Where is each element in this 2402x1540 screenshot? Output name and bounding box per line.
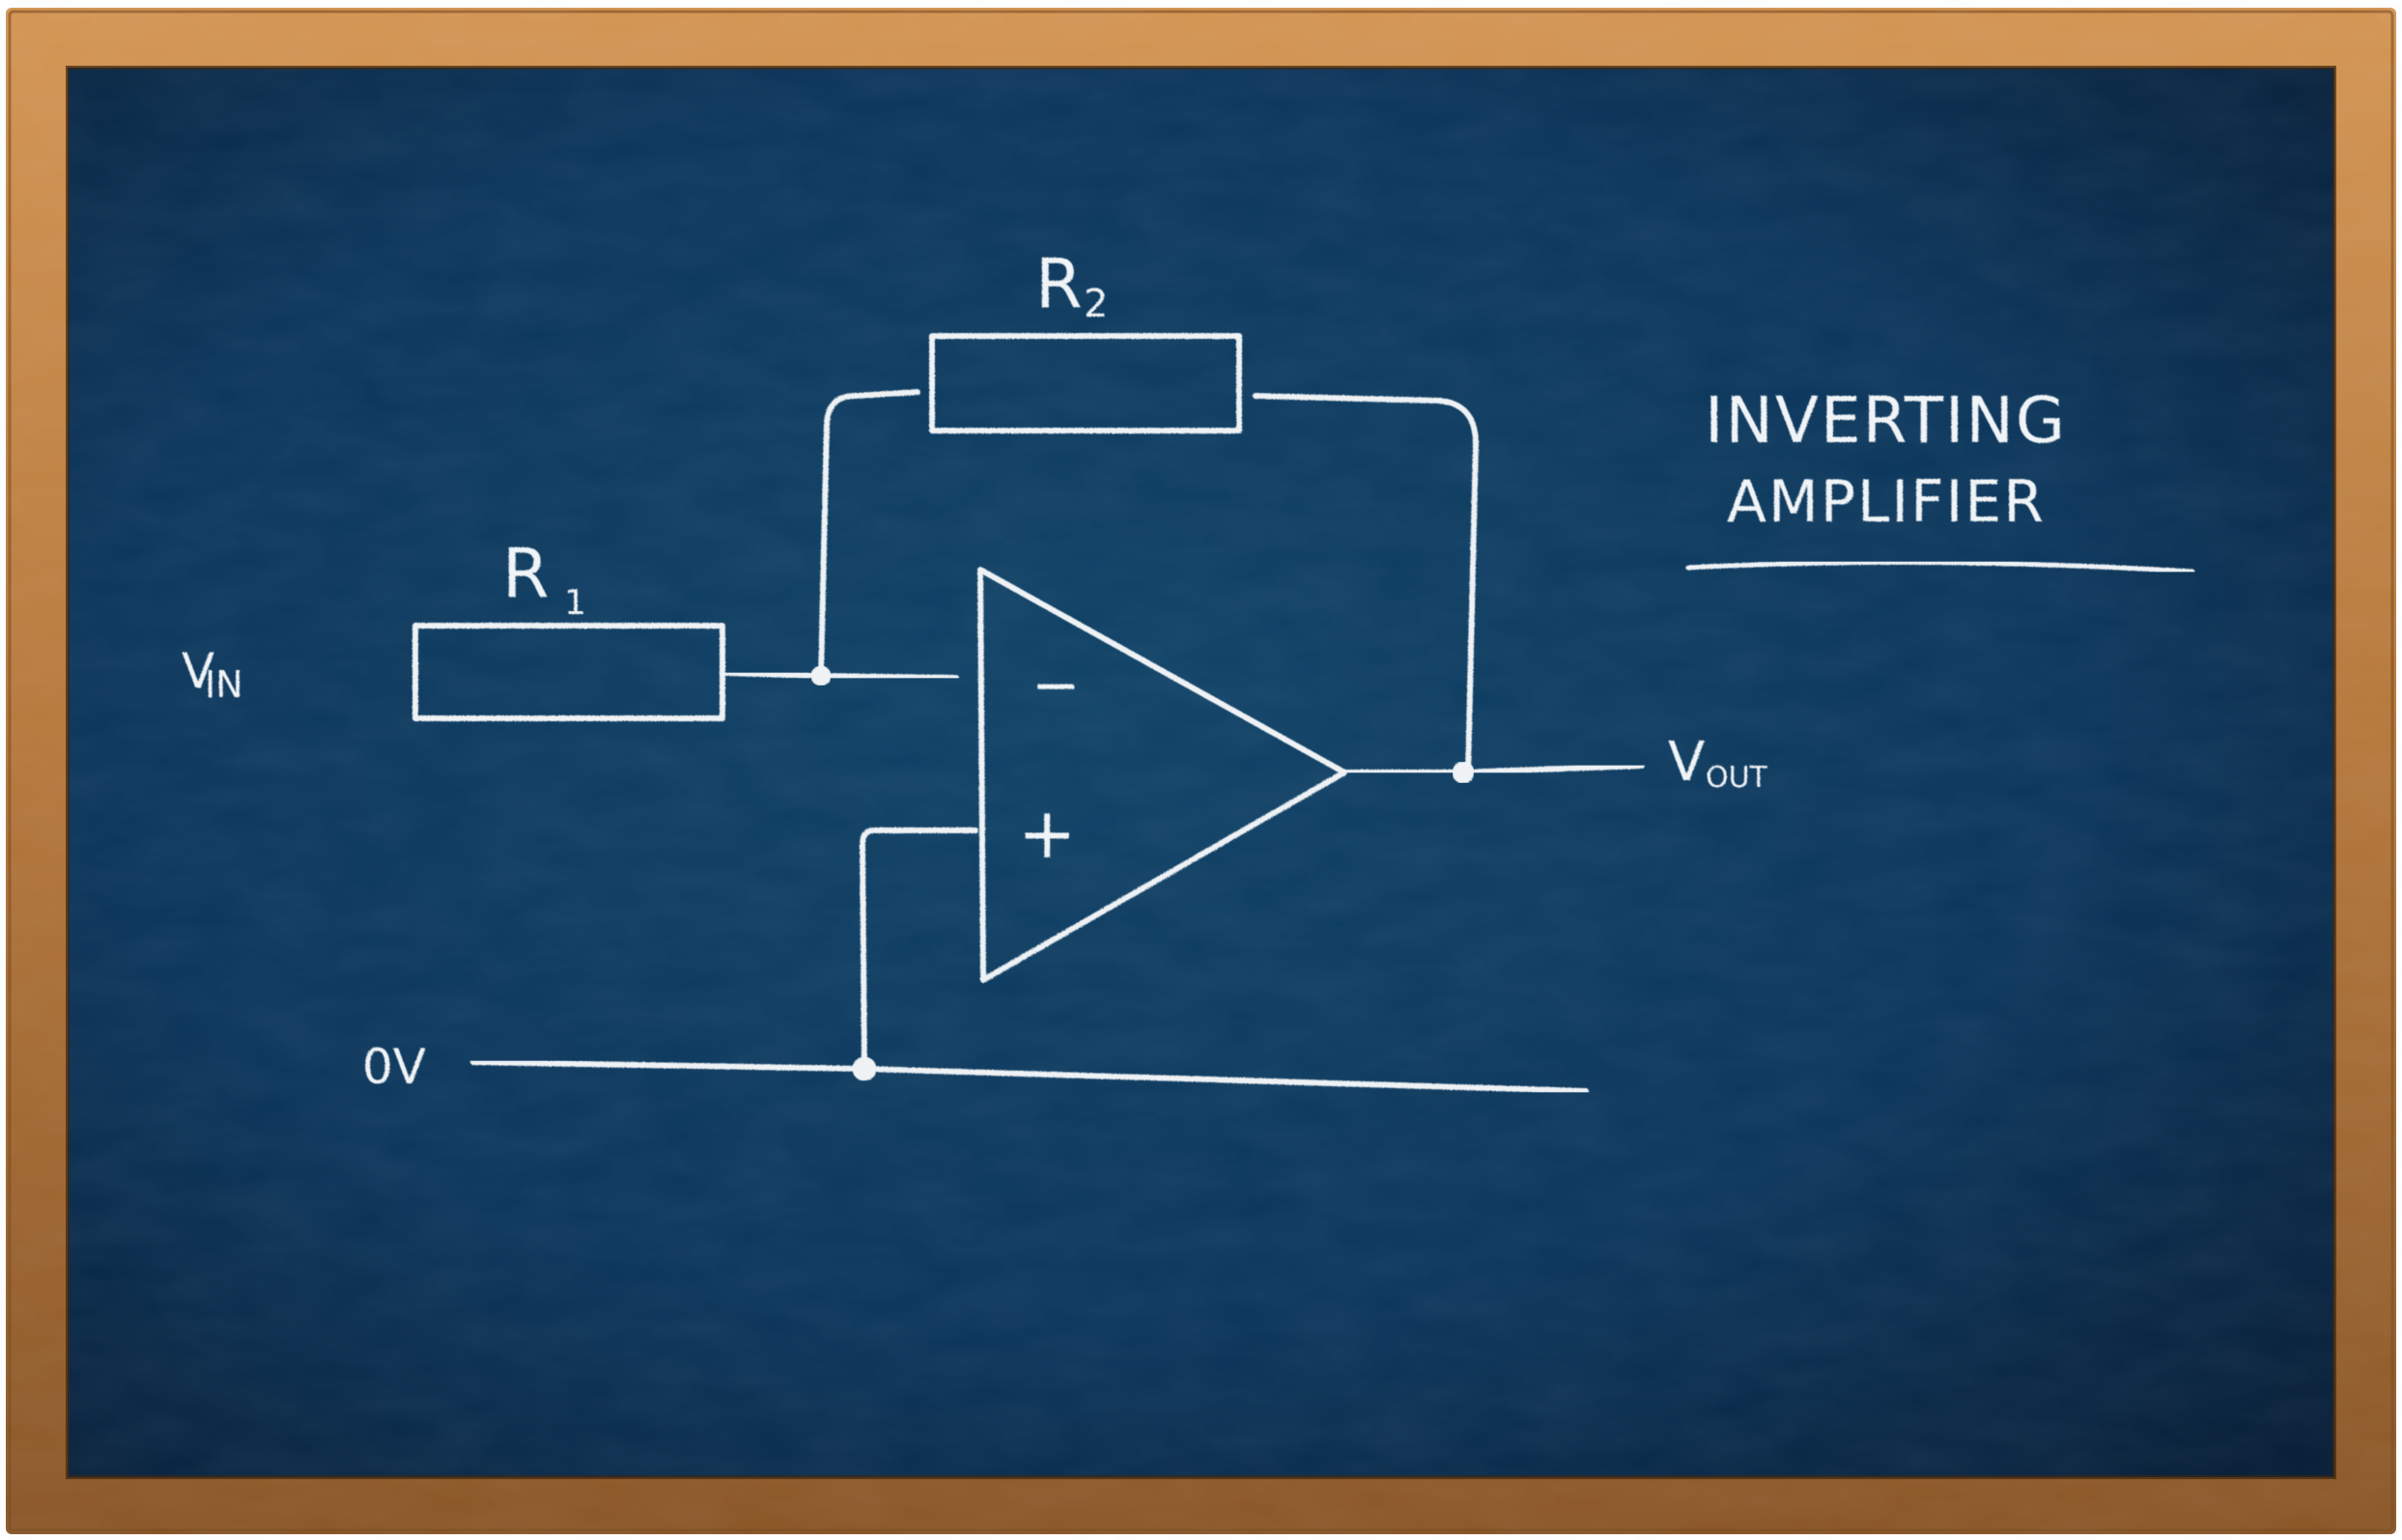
vout-label: V OUT	[1668, 731, 1768, 795]
resistor-r2	[929, 333, 1242, 434]
svg-text:OUT: OUT	[1706, 761, 1768, 795]
svg-text:V: V	[1668, 731, 1705, 794]
ground-label: 0V	[362, 1039, 426, 1095]
op-amp-triangle	[977, 567, 1347, 983]
vin-label: V IN	[182, 643, 243, 706]
diagram-title: INVERTING AMPLIFIER	[1685, 383, 2195, 574]
svg-text:1: 1	[564, 583, 586, 623]
feedback-wire-right	[1253, 393, 1479, 775]
svg-text:2: 2	[1084, 282, 1108, 326]
plus-sign: +	[1018, 793, 1076, 874]
non-inverting-input-wire	[860, 827, 978, 1070]
title-line-1: INVERTING	[1705, 383, 2067, 458]
svg-text:R: R	[502, 534, 550, 613]
ground-rail	[470, 1059, 1589, 1094]
title-underline	[1685, 559, 2195, 574]
svg-text:V: V	[182, 643, 214, 699]
r2-label: R 2	[1035, 244, 1108, 326]
feedback-wire-left	[818, 389, 920, 679]
r1-label: R 1	[502, 534, 586, 623]
minus-sign: −	[1031, 652, 1080, 719]
svg-text:R: R	[1035, 244, 1083, 323]
svg-text:IN: IN	[205, 663, 243, 706]
output-junction-dot	[1452, 761, 1475, 784]
title-line-2: AMPLIFIER	[1727, 468, 2046, 536]
